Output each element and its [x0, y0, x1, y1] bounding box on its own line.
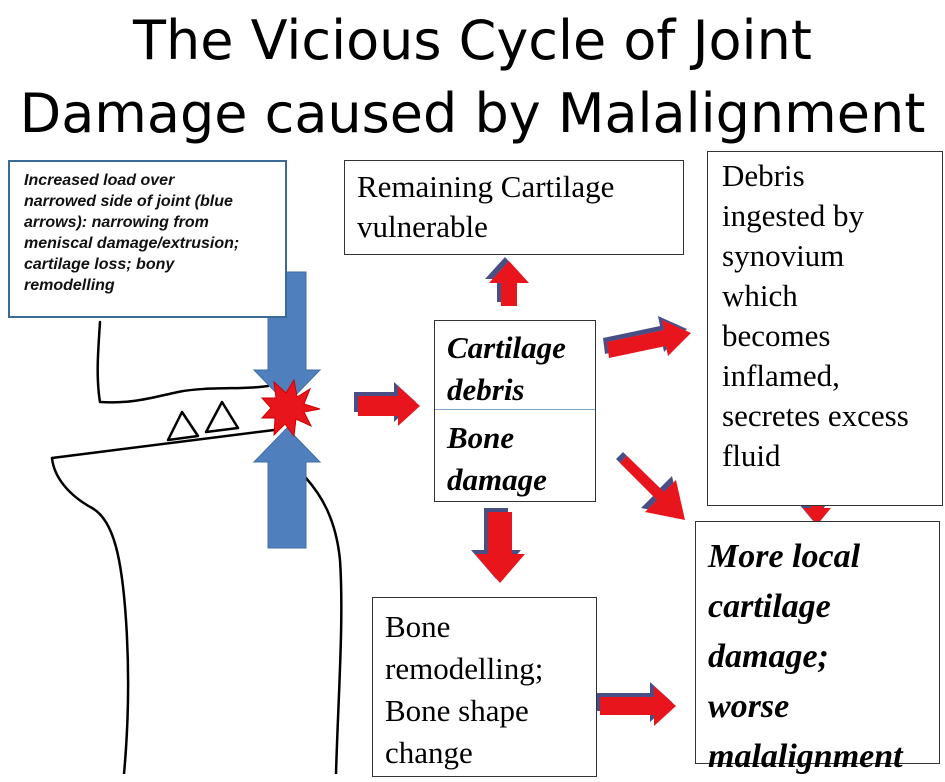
tibia-outline — [52, 458, 128, 774]
debris-line-2: ingested by — [722, 196, 936, 236]
load-line-1: Increased load over — [24, 170, 277, 191]
bone-line-4: change — [385, 732, 590, 774]
debris-line-1: Debris — [722, 156, 936, 196]
load-line-3: arrows): narrowing from — [24, 212, 277, 233]
result-line-3: damage; — [708, 632, 935, 682]
arrow-down-to-bone-icon — [475, 512, 525, 583]
cartilage-debris-line-1: Cartilage — [447, 327, 595, 369]
arrow-to-center-icon — [358, 386, 420, 426]
remaining-cartilage-box: Remaining Cartilage vulnerable — [344, 160, 684, 255]
bone-damage-line-1: Bone — [447, 417, 547, 459]
bone-line-1: Bone — [385, 606, 590, 648]
result-line-4: worse — [708, 682, 935, 732]
debris-line-6: inflamed, — [722, 356, 936, 396]
debris-synovium-box: Debris ingested by synovium which become… — [707, 151, 943, 506]
debris-line-3: synovium — [722, 236, 936, 276]
load-line-4: meniscal damage/extrusion; — [24, 233, 277, 254]
bone-line-2: remodelling; — [385, 648, 590, 690]
meniscus-right — [206, 402, 238, 432]
arrow-bone-to-result-icon — [600, 686, 676, 726]
debris-line-4: which — [722, 276, 936, 316]
debris-line-7: secretes excess — [722, 396, 936, 436]
load-line-2: narrowed side of joint (blue — [24, 191, 277, 212]
cartilage-bone-damage-box: Cartilage debris Bone damage — [434, 320, 596, 502]
result-line-1: More local — [708, 532, 935, 582]
load-arrow-up-icon — [254, 428, 320, 548]
impact-burst-icon — [262, 380, 320, 436]
result-damage-box: More local cartilage damage; worse malal… — [695, 521, 940, 764]
result-line-2: cartilage — [708, 582, 935, 632]
cartilage-debris-line-2: debris — [447, 369, 595, 411]
result-line-5: malalignment — [708, 732, 935, 782]
remaining-line-2: vulnerable — [357, 207, 673, 247]
femur-outline — [98, 322, 268, 402]
debris-line-5: becomes — [722, 316, 936, 356]
load-line-5: cartilage loss; bony — [24, 254, 277, 275]
center-box-divider — [435, 409, 595, 410]
bone-damage-line-2: damage — [447, 459, 547, 501]
arrow-up-to-remaining-icon — [489, 261, 529, 306]
load-explanation-box: Increased load over narrowed side of joi… — [8, 160, 287, 318]
bone-remodelling-box: Bone remodelling; Bone shape change — [372, 597, 597, 777]
load-line-6: remodelling — [24, 275, 277, 296]
arrow-to-debris-icon — [607, 320, 691, 358]
remaining-line-1: Remaining Cartilage — [357, 167, 673, 207]
tibia-right-edge — [306, 478, 341, 774]
tibia-plateau — [52, 430, 274, 458]
debris-line-8: fluid — [722, 436, 936, 476]
bone-line-3: Bone shape — [385, 690, 590, 732]
arrow-diagonal-to-result-icon — [620, 456, 685, 520]
meniscus-left — [168, 412, 198, 440]
